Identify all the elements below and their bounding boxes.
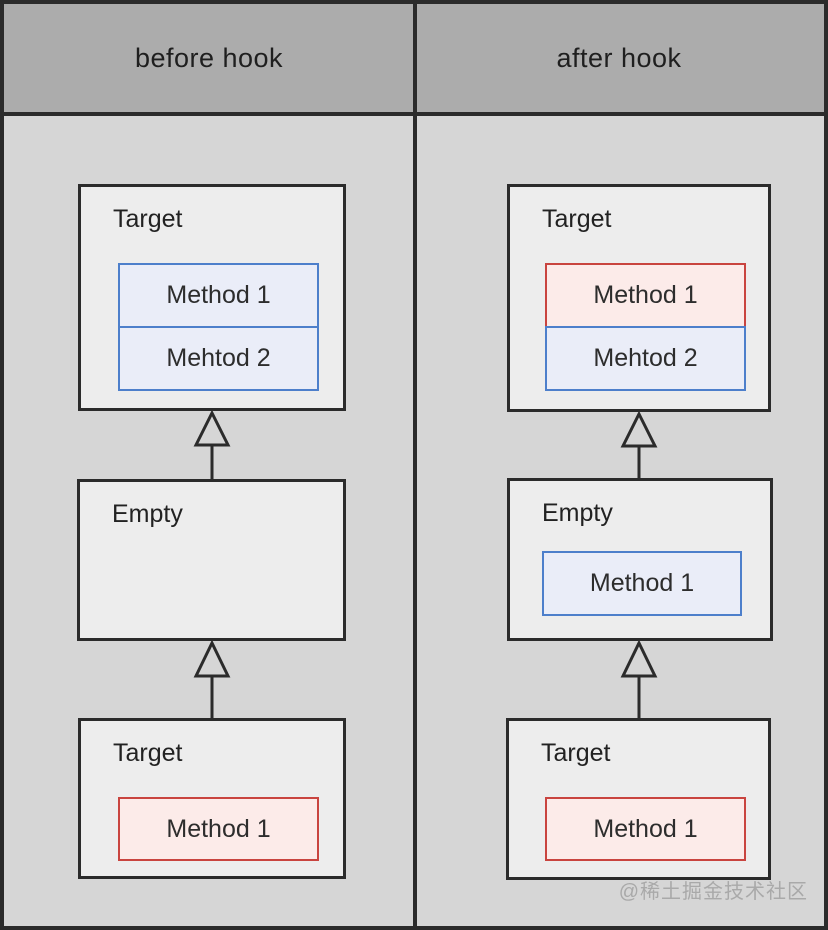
inheritance-arrow-icon: [619, 412, 659, 478]
method-list: Method 1: [542, 551, 742, 616]
inheritance-arrow-icon: [192, 641, 232, 718]
method-slot: Method 1: [545, 263, 746, 328]
method-list: Method 1 Mehtod 2: [545, 263, 746, 391]
method-list: Method 1 Mehtod 2: [118, 263, 319, 391]
before-top-target-node: Target Method 1 Mehtod 2: [78, 184, 346, 411]
after-bottom-target-node: Target Method 1: [506, 718, 771, 880]
inheritance-arrow-icon: [192, 411, 232, 479]
method-slot: Mehtod 2: [545, 326, 746, 391]
method-list: Method 1: [545, 797, 746, 861]
node-title: Target: [541, 739, 611, 767]
node-title: Target: [113, 739, 183, 767]
watermark-text: @稀土掘金技术社区: [618, 881, 808, 903]
method-slot: Method 1: [545, 797, 746, 861]
header-before-hook: before hook: [134, 42, 284, 73]
header-after-hook: after hook: [556, 42, 682, 73]
inheritance-arrow-icon: [619, 641, 659, 718]
method-list: Method 1: [118, 797, 319, 861]
method-slot: Method 1: [542, 551, 742, 616]
column-divider: [413, 4, 417, 926]
node-title: Target: [542, 205, 612, 233]
method-slot: Method 1: [118, 263, 319, 328]
method-slot: Method 1: [118, 797, 319, 861]
after-top-target-node: Target Method 1 Mehtod 2: [507, 184, 771, 412]
node-title: Empty: [112, 500, 183, 528]
before-bottom-target-node: Target Method 1: [78, 718, 346, 879]
after-empty-node: Empty Method 1: [507, 478, 773, 641]
node-title: Target: [113, 205, 183, 233]
before-empty-node: Empty: [77, 479, 346, 641]
method-slot: Mehtod 2: [118, 326, 319, 391]
node-title: Empty: [542, 499, 613, 527]
